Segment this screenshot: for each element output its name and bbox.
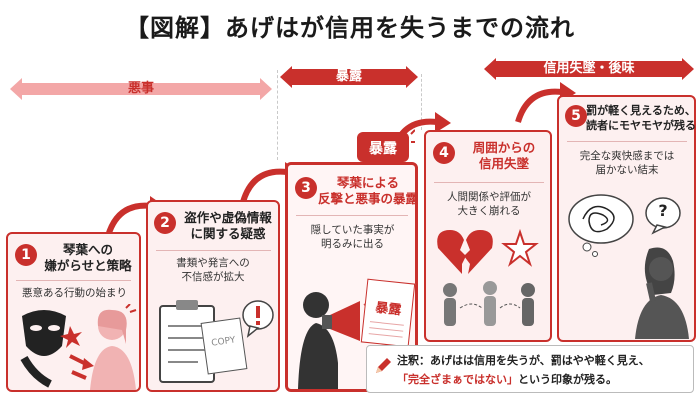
expose-badge-label: 暴露	[369, 141, 397, 157]
step-description: 完全な爽快感までは 届かない結末	[579, 150, 675, 176]
expose-doc-text: 暴露	[374, 300, 403, 319]
step-1-card: 1 琴葉への 嫌がらせと策略 悪意ある行動の始まり	[6, 232, 141, 392]
footnote-suffix: という印象が残る。	[518, 373, 617, 386]
step-title: 周囲からの 信用失墜	[472, 140, 536, 171]
sad-person-icon	[90, 304, 137, 390]
divider-line	[16, 280, 131, 281]
pencil-icon	[376, 358, 391, 373]
phase-label-evil: 悪事	[127, 81, 154, 96]
step-description: 隠していた事実が 明るみに出る	[310, 224, 395, 250]
step-5-card: 5 罰が軽く見えるため、 読者にモヤモヤが残る 完全な爽快感までは 届かない結末…	[557, 95, 696, 342]
question-mark: ?	[658, 201, 668, 220]
footnote-highlight: 「完全ざまぁではない」	[397, 373, 518, 386]
step-number-badge: 4	[433, 142, 455, 164]
warning-bubble-icon	[242, 300, 274, 338]
divider-line	[296, 215, 408, 216]
phase-label-expose: 暴露	[335, 69, 362, 84]
step-number-badge: 5	[565, 105, 587, 127]
step-number-badge: 2	[154, 212, 176, 234]
footnote-text-line2: 「完全ざまぁではない」という印象が残る。	[397, 371, 617, 387]
double-arrow-icon	[10, 78, 272, 100]
divider-line	[434, 182, 544, 183]
double-arrow-icon	[484, 58, 694, 80]
phase-divider	[421, 74, 422, 130]
step-description: 人間関係や評価が 大きく崩れる	[447, 191, 531, 217]
footnote-text: 注釈：あげはは信用を失うが、罰はやや軽く見え、	[397, 354, 650, 367]
step-4-card: 4 周囲からの 信用失墜 人間関係や評価が 大きく崩れる	[424, 130, 552, 342]
step-title: 琴葉による 反撃と悪事の暴露	[317, 175, 418, 206]
broken-heart-icon	[437, 228, 539, 274]
step-number-badge: 1	[15, 244, 37, 266]
phase-arrow-expose: 暴露	[280, 66, 418, 88]
step-2-card: 2 盗作や虚偽情報 に関する疑惑 書類や発言への 不信感が拡大 COPY	[146, 200, 280, 392]
footnote-box: 注釈：あげはは信用を失うが、罰はやや軽く見え、 「完全ざまぁではない」という印象…	[366, 345, 694, 393]
phase-divider	[277, 70, 278, 160]
double-arrow-icon	[280, 66, 418, 88]
expose-badge-icon	[357, 129, 415, 162]
mask-icon	[20, 310, 94, 388]
question-bubble-icon	[645, 197, 681, 235]
expose-doc-icon: 暴露	[360, 278, 416, 348]
step-description: 書類や発言への 不信感が拡大	[176, 257, 250, 283]
megaphone-person-icon	[298, 292, 374, 389]
step-number-badge: 3	[295, 177, 317, 199]
thinking-person-icon	[635, 247, 689, 339]
copy-text: COPY	[210, 335, 237, 349]
step-title: 罰が軽く見えるため、 読者にモヤモヤが残る	[586, 104, 696, 132]
people-icon	[443, 281, 535, 326]
step-title: 盗作や虚偽情報 に関する疑惑	[184, 210, 272, 241]
phase-arrow-fall: 信用失墜・後味	[484, 58, 694, 80]
step-title: 琴葉への 嫌がらせと策略	[44, 242, 132, 273]
phase-arrow-evil: 悪事	[10, 78, 272, 100]
clipboard-icon	[159, 300, 215, 383]
divider-line	[156, 250, 271, 251]
step-description: 悪意ある行動の始まり	[22, 287, 127, 299]
page-title: 【図解】あげはが信用を失うまでの流れ	[125, 14, 575, 42]
divider-line	[567, 141, 687, 142]
phase-label-fall: 信用失墜・後味	[543, 61, 635, 76]
tangled-thought-icon	[568, 194, 634, 257]
